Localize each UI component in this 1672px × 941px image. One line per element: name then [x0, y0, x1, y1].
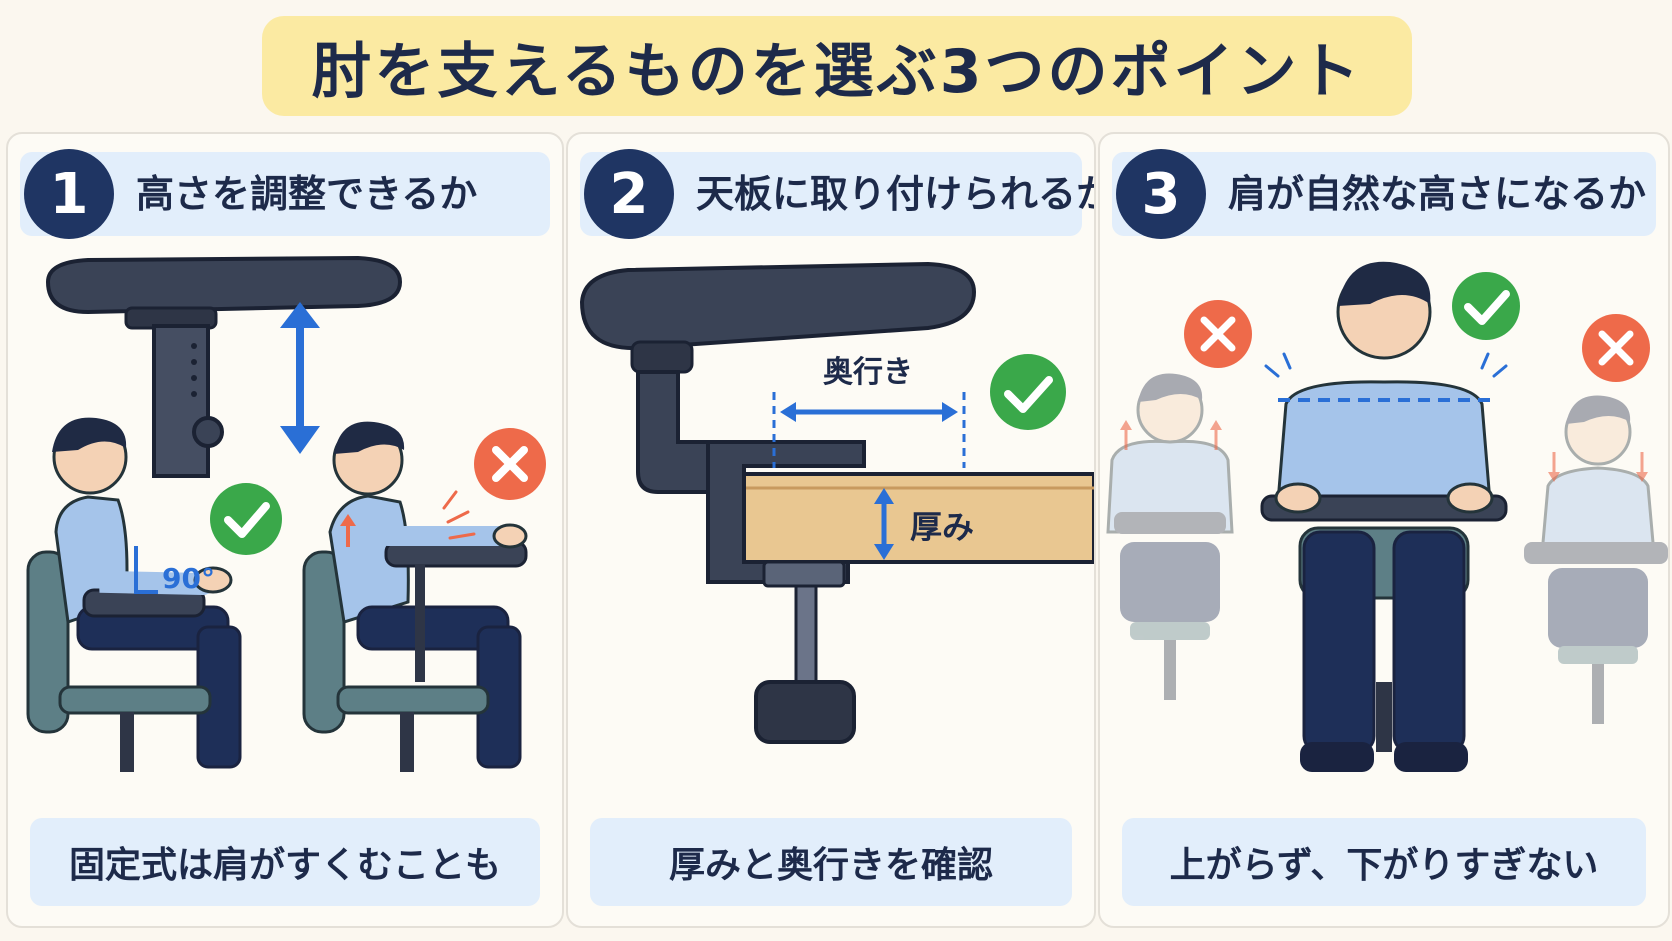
person-shoulders-lowered: [1524, 395, 1668, 724]
point-1-heading: 高さを調整できるか: [136, 172, 478, 216]
armrest-post: [152, 324, 210, 478]
point-2-header: 2 天板に取り付けられるか: [580, 149, 1094, 239]
point-3-number: 3: [1116, 149, 1206, 239]
point-1-number: 1: [24, 149, 114, 239]
title-banner: 肘を支えるものを選ぶ3つのポイント: [262, 16, 1412, 116]
point-panel-3: 3 肩が自然な高さになるか: [1098, 132, 1670, 928]
point-3-heading: 肩が自然な高さになるか: [1228, 172, 1647, 216]
clamp-knob: [754, 680, 856, 744]
check-icon: [210, 483, 282, 555]
person-natural-shoulders: [1260, 261, 1508, 772]
armrest-height-illustration: 90°: [26, 255, 546, 772]
point-panel-2: 2 天板に取り付けられるか 奥行き 厚み 厚みと奥行きを確認: [566, 132, 1096, 928]
check-icon: [990, 354, 1066, 430]
thickness-label: 厚み: [910, 508, 974, 546]
cross-icon: [474, 428, 546, 500]
armrest-pad: [579, 261, 977, 351]
point-2-number: 2: [584, 149, 674, 239]
depth-label: 奥行き: [823, 355, 913, 390]
up-down-arrow-icon: [280, 302, 320, 454]
point-2-heading: 天板に取り付けられるか: [696, 172, 1096, 216]
armrest-pad: [45, 255, 403, 315]
clamp-arm: [636, 370, 720, 494]
page-title: 肘を支えるものを選ぶ3つのポイント: [311, 36, 1363, 107]
point-1-header: 1 高さを調整できるか: [20, 149, 550, 239]
person-shoulders-raised: [1106, 373, 1234, 700]
point-2-caption: 厚みと奥行きを確認: [590, 818, 1072, 906]
angle-label: 90°: [162, 562, 215, 595]
point-1-caption: 固定式は肩がすくむことも: [30, 818, 540, 906]
point-panel-1: 1 高さを調整できるか 90°: [6, 132, 564, 928]
person-good-posture: [26, 417, 242, 772]
person-bad-posture: [302, 421, 528, 772]
cross-icon: [1582, 314, 1650, 382]
cross-icon: [1184, 300, 1252, 368]
point-3-header: 3 肩が自然な高さになるか: [1112, 149, 1656, 239]
shoulder-height-illustration: [1106, 261, 1668, 772]
check-icon: [1452, 272, 1520, 340]
adjust-knob: [192, 416, 224, 448]
clamp-body: [706, 440, 866, 584]
point-3-caption: 上がらず、下がりすぎない: [1122, 818, 1646, 906]
desk-clamp-illustration: 奥行き 厚み: [579, 261, 1094, 744]
